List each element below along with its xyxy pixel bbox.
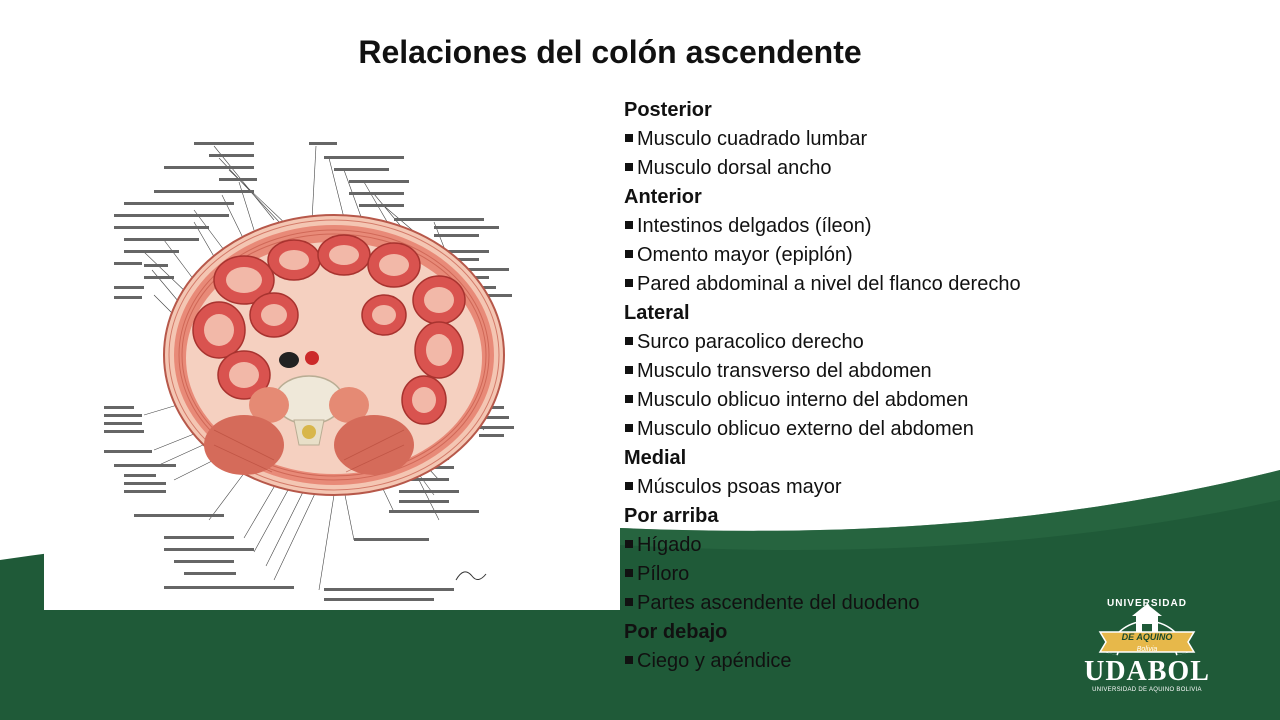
bullet-square-icon bbox=[625, 336, 633, 345]
bullet-square-icon bbox=[625, 539, 633, 548]
section-heading: Anterior bbox=[624, 186, 702, 208]
list-item: Píloro bbox=[624, 560, 1164, 589]
section-heading: Posterior bbox=[624, 99, 712, 121]
list-item: Músculos psoas mayor bbox=[624, 473, 1164, 502]
section-heading: Medial bbox=[624, 447, 687, 469]
bullet-square-icon bbox=[625, 394, 633, 403]
bullet-square-icon bbox=[625, 365, 633, 374]
logo-subtitle: UNIVERSIDAD DE AQUINO BOLIVIA bbox=[1092, 687, 1202, 693]
bullet-square-icon bbox=[625, 481, 633, 490]
section-posterior: Posterior Musculo cuadrado lumbar Muscul… bbox=[624, 96, 1164, 183]
section-heading: Por arriba bbox=[624, 505, 719, 527]
list-item: Musculo dorsal ancho bbox=[624, 154, 1164, 183]
section-heading: Lateral bbox=[624, 302, 690, 324]
list-item: Pared abdominal a nivel del flanco derec… bbox=[624, 270, 1164, 299]
list-item: Musculo oblicuo interno del abdomen bbox=[624, 386, 1164, 415]
page-title: Relaciones del colón ascendente bbox=[358, 34, 862, 70]
bullet-square-icon bbox=[625, 249, 633, 258]
logo-name: UDABOL bbox=[1084, 656, 1210, 687]
bullet-square-icon bbox=[625, 278, 633, 287]
section-lateral: Lateral Surco paracolico derecho Musculo… bbox=[624, 299, 1164, 444]
logo-script-text: Bolivia bbox=[1136, 646, 1158, 653]
list-item: Intestinos delgados (íleon) bbox=[624, 212, 1164, 241]
section-heading: Por debajo bbox=[624, 621, 728, 643]
section-medial: Medial Músculos psoas mayor bbox=[624, 444, 1164, 502]
logo-arc-text: UNIVERSIDAD bbox=[1107, 598, 1187, 609]
logo-banner-text: DE AQUINO bbox=[1121, 632, 1173, 642]
list-item: Partes ascendente del duodeno bbox=[624, 589, 1164, 618]
list-item: Ciego y apéndice bbox=[624, 647, 1164, 676]
bullet-square-icon bbox=[625, 568, 633, 577]
list-item: Surco paracolico derecho bbox=[624, 328, 1164, 357]
relations-list: Posterior Musculo cuadrado lumbar Muscul… bbox=[624, 96, 1164, 676]
bullet-square-icon bbox=[625, 220, 633, 229]
bullet-square-icon bbox=[625, 597, 633, 606]
udabol-logo-icon bbox=[1098, 604, 1196, 656]
bullet-square-icon bbox=[625, 162, 633, 171]
anatomy-figure bbox=[44, 100, 620, 610]
bullet-square-icon bbox=[625, 133, 633, 142]
list-item: Omento mayor (epiplón) bbox=[624, 241, 1164, 270]
udabol-logo bbox=[1072, 584, 1222, 694]
list-item: Musculo oblicuo externo del abdomen bbox=[624, 415, 1164, 444]
bullet-square-icon bbox=[625, 655, 633, 664]
list-item: Musculo transverso del abdomen bbox=[624, 357, 1164, 386]
bullet-square-icon bbox=[625, 423, 633, 432]
section-por-debajo: Por debajo Ciego y apéndice bbox=[624, 618, 1164, 676]
list-item: Hígado bbox=[624, 531, 1164, 560]
section-anterior: Anterior Intestinos delgados (íleon) Ome… bbox=[624, 183, 1164, 299]
anatomy-cross-section-illustration bbox=[44, 100, 620, 610]
list-item: Musculo cuadrado lumbar bbox=[624, 125, 1164, 154]
section-por-arriba: Por arriba Hígado Píloro Partes ascenden… bbox=[624, 502, 1164, 618]
